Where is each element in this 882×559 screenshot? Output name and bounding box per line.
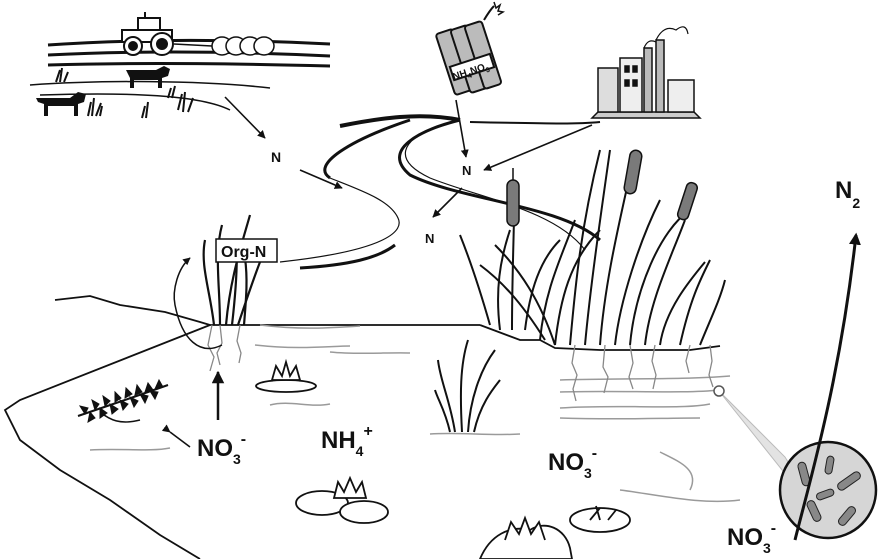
submerged-plant: [78, 380, 168, 422]
arrow-factory: [484, 125, 592, 170]
reeds-right: [460, 150, 725, 345]
tractor-icon: [122, 12, 173, 55]
label-n-industry: N: [462, 163, 471, 178]
label-n-river: N: [425, 231, 434, 246]
dynamite-icon: [436, 2, 503, 95]
arrow-plant-uptake: [170, 432, 190, 447]
label-no3-center: NO3-: [548, 445, 597, 481]
label-org-n: Org-N: [221, 244, 266, 261]
label-n2: N2: [835, 177, 860, 211]
label-n-runoff: N: [271, 149, 281, 165]
arrow-dynamite: [456, 100, 466, 157]
river-stream: [280, 116, 600, 268]
label-no3-left: NO3-: [197, 431, 246, 467]
water-lily-icon: [256, 362, 316, 392]
reeds-submerged: [435, 340, 500, 432]
factory-icon: [592, 27, 700, 118]
arrow-runoff-river: [300, 170, 342, 188]
cow-icon: [36, 66, 170, 116]
water-ripples: [90, 325, 740, 501]
bacteria-magnifier: [714, 386, 876, 538]
roots-right: [572, 345, 713, 401]
water-lily-icon: [480, 506, 630, 559]
arrow-river-down: [433, 188, 462, 217]
water-lily-icon: [296, 478, 388, 523]
arrow-farm-runoff: [225, 97, 265, 138]
arrow-org-n-cycle: [174, 258, 222, 348]
org-n-box: Org-N: [216, 239, 277, 262]
reeds-left: [204, 215, 260, 325]
label-no3-bottom: NO3-: [727, 520, 776, 556]
label-nh4: NH4+: [321, 423, 373, 459]
